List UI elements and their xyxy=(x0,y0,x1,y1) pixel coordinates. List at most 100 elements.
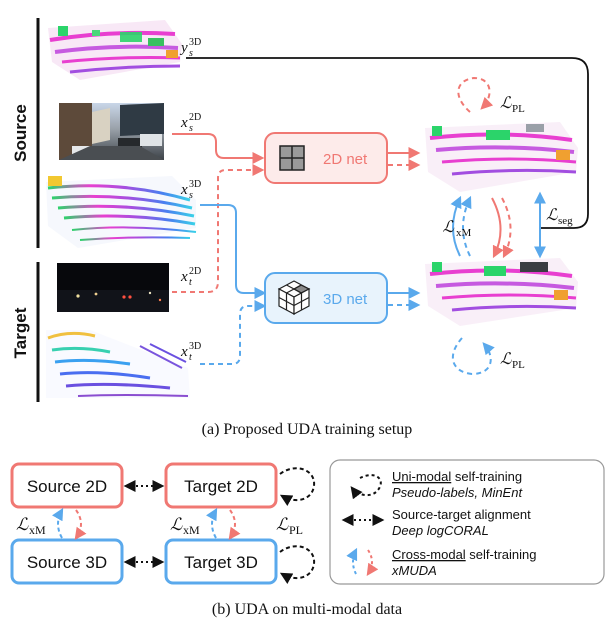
legend-uni-title-rest: self-training xyxy=(451,469,522,484)
xm-arrow-red-dashed xyxy=(501,197,514,259)
svg-text:PL: PL xyxy=(512,359,525,371)
loss-xm-label: ℒ xM xyxy=(442,219,471,239)
cube-3d-icon xyxy=(277,280,311,315)
svg-text:s: s xyxy=(189,190,193,201)
pl-loop-target-3d xyxy=(279,545,316,584)
legend-align-detail: Deep logCORAL xyxy=(392,523,489,538)
loss-xm-left-label: ℒ xM xyxy=(16,515,46,537)
svg-text:ℒ: ℒ xyxy=(170,515,183,534)
loss-xm-mid-label: ℒ xM xyxy=(170,515,200,537)
xm-left-blue xyxy=(52,507,64,539)
arrow-xt2d-to-2dnet xyxy=(172,164,265,293)
box-target-3d: Target 3D xyxy=(164,538,278,585)
svg-text:2D: 2D xyxy=(189,266,201,277)
xm-mid-blue xyxy=(206,507,218,539)
legend-item-uni-modal: Uni-modal self-training Pseudo-labels, M… xyxy=(350,469,523,500)
legend-xm-red-icon xyxy=(366,549,379,576)
xm-arrow-blue-solid xyxy=(450,195,462,257)
legend-uni-title: Uni-modal xyxy=(392,469,451,484)
net-3d-box: 3D net xyxy=(264,272,388,324)
target-input-pointcloud-image xyxy=(46,330,190,398)
svg-text:xM: xM xyxy=(183,523,200,537)
loss-pl-top-label: ℒ PL xyxy=(500,95,525,115)
svg-text:x: x xyxy=(180,182,188,198)
svg-text:ℒ: ℒ xyxy=(500,351,512,368)
svg-text:3D: 3D xyxy=(189,341,201,352)
legend-xm-title: Cross-modal xyxy=(392,547,466,562)
svg-text:3D: 3D xyxy=(189,37,201,48)
source-label-pointcloud-image xyxy=(48,20,182,80)
legend-item-cross-modal: Cross-modal self-training xMUDA xyxy=(346,547,537,578)
loop-pl-bottom xyxy=(451,337,495,376)
source-input-pointcloud-image xyxy=(46,176,197,248)
legend-xm-detail: xMUDA xyxy=(391,563,437,578)
svg-text:s: s xyxy=(189,48,193,59)
svg-text:xM: xM xyxy=(456,227,472,239)
svg-text:PL: PL xyxy=(512,103,525,115)
seg-supervision-line xyxy=(186,57,589,229)
svg-text:t: t xyxy=(189,352,192,363)
svg-text:x: x xyxy=(180,344,188,360)
svg-text:Source 2D: Source 2D xyxy=(27,477,107,496)
svg-text:Source 3D: Source 3D xyxy=(27,553,107,572)
svg-text:Cross-modal self-training: Cross-modal self-training xyxy=(392,547,537,562)
net-2d-label: 2D net xyxy=(323,151,368,168)
arrow-xs3d-to-3dnet xyxy=(200,204,267,299)
source-camera-image xyxy=(59,103,164,160)
legend-box: Uni-modal self-training Pseudo-labels, M… xyxy=(329,459,605,585)
svg-text:ℒ: ℒ xyxy=(546,207,558,224)
svg-text:ℒ: ℒ xyxy=(16,515,29,534)
legend-xm-title-rest: self-training xyxy=(466,547,537,562)
svg-text:y: y xyxy=(179,40,188,56)
net-2d-box: 2D net xyxy=(264,132,388,184)
legend-xm-blue-icon xyxy=(346,547,358,575)
output-pointcloud-2d-image xyxy=(425,122,578,192)
output-pointcloud-3d-image xyxy=(425,258,578,326)
legend-uni-detail: Pseudo-labels, MinEnt xyxy=(392,485,523,500)
caption-a: (a) Proposed UDA training setup xyxy=(202,421,413,438)
svg-text:ℒ: ℒ xyxy=(500,95,512,112)
label-ys3d: y s 3D xyxy=(179,37,201,59)
target-camera-image xyxy=(57,263,169,312)
svg-text:s: s xyxy=(189,123,193,134)
svg-text:Target 3D: Target 3D xyxy=(184,553,258,572)
xm-arrow-blue-dashed xyxy=(460,195,472,257)
svg-text:xM: xM xyxy=(29,523,46,537)
svg-text:x: x xyxy=(180,269,188,285)
box-target-2d: Target 2D xyxy=(164,462,278,509)
box-source-2d: Source 2D xyxy=(10,462,124,509)
source-side-label: Source xyxy=(11,104,30,162)
net-3d-label: 3D net xyxy=(323,291,368,308)
legend-item-alignment: Source-target alignment Deep logCORAL xyxy=(341,507,531,538)
loss-seg-label: ℒ seg xyxy=(546,207,573,227)
svg-text:seg: seg xyxy=(558,215,573,227)
label-xt2d: x t 2D xyxy=(180,266,201,288)
svg-text:2D: 2D xyxy=(189,112,201,123)
svg-text:x: x xyxy=(180,115,188,131)
legend-align-title: Source-target alignment xyxy=(392,507,531,522)
legend-uni-loop-icon xyxy=(350,474,382,500)
box-source-3d: Source 3D xyxy=(10,538,124,585)
target-side-label: Target xyxy=(11,307,30,358)
arrow-xt3d-to-3dnet xyxy=(200,300,267,365)
xm-arrow-red-solid xyxy=(491,197,504,259)
svg-text:PL: PL xyxy=(289,523,303,537)
loop-pl-top xyxy=(457,76,494,113)
svg-text:t: t xyxy=(189,277,192,288)
xm-left-red xyxy=(74,509,87,540)
loss-pl-bottom-label: ℒ PL xyxy=(500,351,525,371)
svg-text:Target 2D: Target 2D xyxy=(184,477,258,496)
xm-mid-red xyxy=(228,509,241,540)
label-xt3d: x t 3D xyxy=(180,341,201,363)
svg-text:ℒ: ℒ xyxy=(276,515,289,534)
caption-b: (b) UDA on multi-modal data xyxy=(212,601,402,618)
label-xs2d: x s 2D xyxy=(180,112,201,134)
svg-text:Uni-modal self-training: Uni-modal self-training xyxy=(392,469,522,484)
svg-text:ℒ: ℒ xyxy=(442,219,454,236)
label-xs3d: x s 3D xyxy=(180,179,201,201)
svg-text:3D: 3D xyxy=(189,179,201,190)
grid-2d-icon xyxy=(279,145,305,171)
loss-pl-label: ℒ PL xyxy=(276,515,303,537)
pl-loop-target-2d xyxy=(279,467,316,506)
